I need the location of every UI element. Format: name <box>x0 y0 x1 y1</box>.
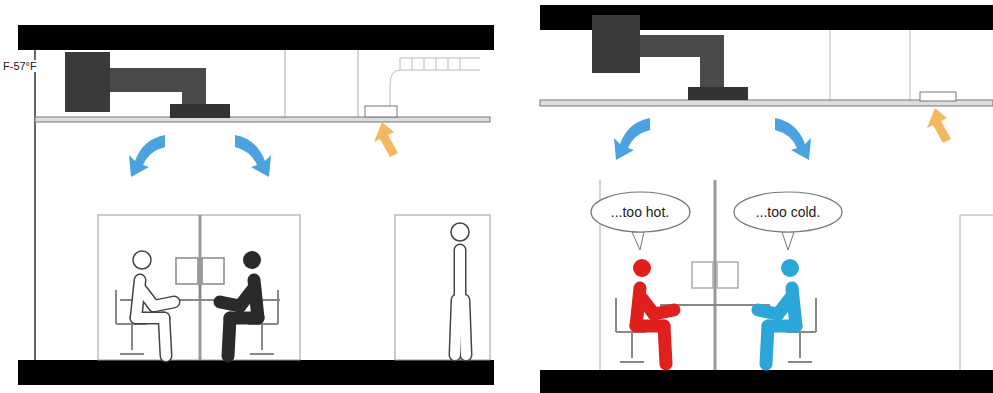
bubble-text: ...too cold. <box>756 204 821 220</box>
speech-bubble: ...too cold. <box>733 191 843 233</box>
bubble-text: ...too hot. <box>611 204 669 220</box>
right-panel <box>540 5 993 393</box>
left-panel <box>18 25 494 385</box>
speech-bubble: ...too hot. <box>590 191 691 233</box>
temperature-label: F-57°F <box>2 60 38 72</box>
